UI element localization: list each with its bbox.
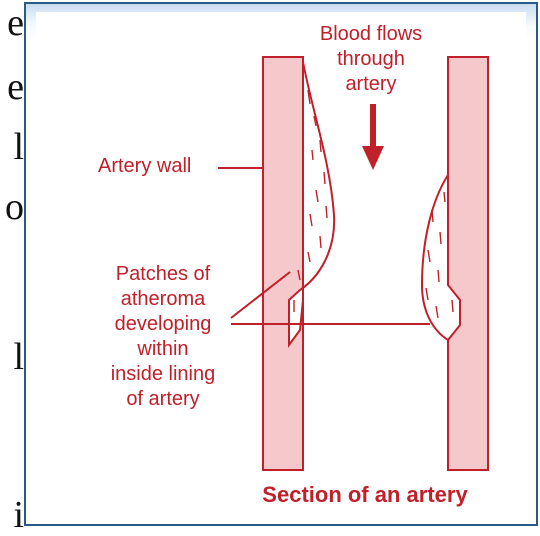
- blood-flow-label-line: Blood flows: [300, 22, 442, 47]
- patches-label-line: inside lining: [94, 362, 232, 387]
- patches-label-line: within: [94, 337, 232, 362]
- left-artery-wall: [263, 57, 303, 470]
- patches-label-line: of artery: [94, 387, 232, 412]
- diagram-caption: Section of an artery: [200, 482, 530, 508]
- artery-wall-label: Artery wall: [98, 154, 191, 179]
- right-artery-wall: [448, 57, 488, 470]
- blood-flow-label-line: artery: [300, 72, 442, 97]
- blood-flow-label: Blood flows through artery: [300, 22, 442, 97]
- blood-flow-label-line: through: [300, 47, 442, 72]
- patches-label-line: developing: [94, 312, 232, 337]
- patches-label-line: Patches of: [94, 262, 232, 287]
- patches-label-line: atheroma: [94, 287, 232, 312]
- down-arrow-icon: [362, 104, 384, 170]
- atheroma-patches-label: Patches of atheroma developing within in…: [94, 262, 232, 412]
